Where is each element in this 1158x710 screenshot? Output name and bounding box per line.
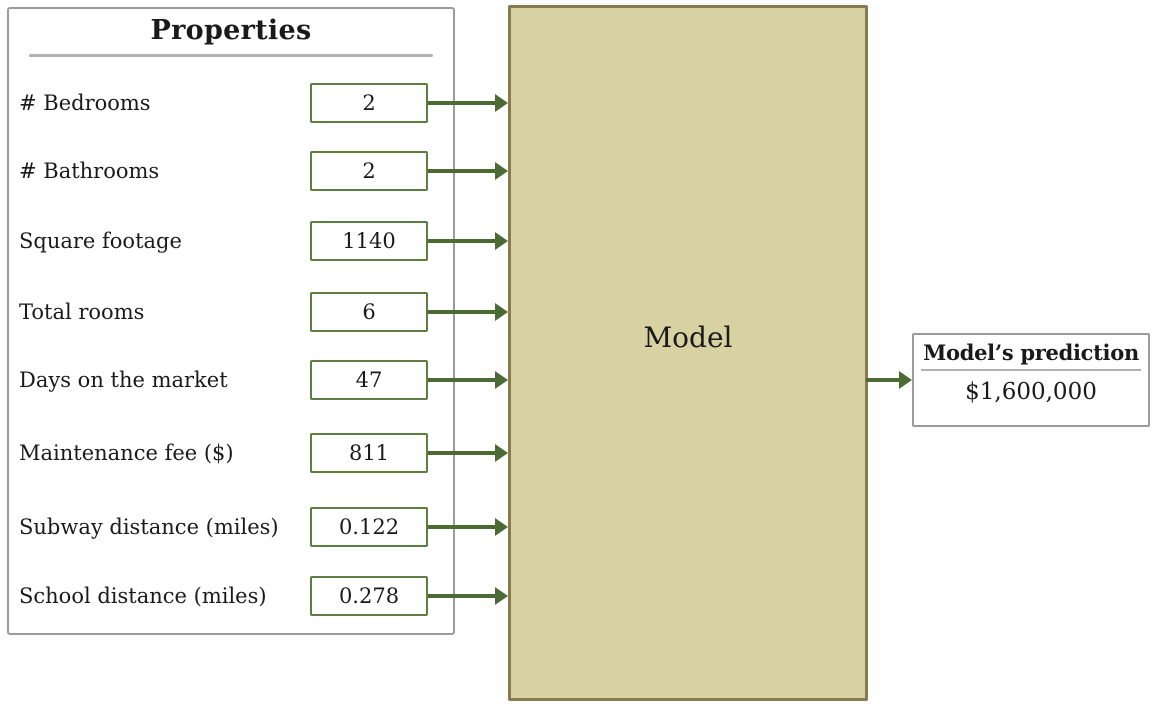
arrow-head-icon [495,162,508,180]
arrow-head-icon [495,371,508,389]
property-row-subway-distance: Subway distance (miles) 0.122 [9,507,453,547]
arrow-line [428,378,497,382]
arrow-line [428,451,497,455]
properties-title: Properties [150,15,312,46]
arrow-line [866,378,901,382]
property-value-box: 0.122 [310,507,428,547]
arrow-line [428,310,497,314]
properties-panel: Properties # Bedrooms 2 # Bathrooms 2 Sq… [7,7,455,635]
input-arrow [428,232,508,250]
input-arrow [428,162,508,180]
prediction-value: $1,600,000 [965,379,1097,405]
property-row-square-footage: Square footage 1140 [9,221,453,261]
property-row-bedrooms: # Bedrooms 2 [9,83,453,123]
prediction-box: Model’s prediction $1,600,000 [912,333,1150,427]
property-value-box: 2 [310,83,428,123]
property-value-box: 1140 [310,221,428,261]
property-value-box: 47 [310,360,428,400]
property-label: School distance (miles) [19,584,267,608]
property-value-box: 6 [310,292,428,332]
arrow-head-icon [495,303,508,321]
property-row-total-rooms: Total rooms 6 [9,292,453,332]
model-label: Model [643,321,733,354]
model-box: Model [508,5,868,701]
output-arrow [866,371,912,389]
property-value-box: 0.278 [310,576,428,616]
property-row-days-on-market: Days on the market 47 [9,360,453,400]
property-label: Total rooms [19,300,145,324]
arrow-line [428,169,497,173]
arrow-head-icon [495,518,508,536]
input-arrow [428,371,508,389]
arrow-head-icon [899,371,912,389]
arrow-head-icon [495,587,508,605]
arrow-line [428,239,497,243]
arrow-head-icon [495,94,508,112]
property-label: # Bathrooms [19,159,160,183]
prediction-divider [921,369,1141,371]
property-label: Square footage [19,229,182,253]
prediction-title: Model’s prediction [923,340,1139,365]
property-label: Days on the market [19,368,228,392]
property-label: Maintenance fee ($) [19,441,234,465]
property-row-school-distance: School distance (miles) 0.278 [9,576,453,616]
property-label: Subway distance (miles) [19,515,279,539]
property-row-bathrooms: # Bathrooms 2 [9,151,453,191]
arrow-line [428,525,497,529]
property-value-box: 811 [310,433,428,473]
properties-divider [29,54,433,57]
arrow-line [428,101,497,105]
input-arrow [428,518,508,536]
property-value-box: 2 [310,151,428,191]
arrow-line [428,594,497,598]
input-arrow [428,444,508,462]
arrow-head-icon [495,232,508,250]
arrow-head-icon [495,444,508,462]
input-arrow [428,587,508,605]
input-arrow [428,94,508,112]
property-row-maintenance-fee: Maintenance fee ($) 811 [9,433,453,473]
input-arrow [428,303,508,321]
property-label: # Bedrooms [19,91,151,115]
